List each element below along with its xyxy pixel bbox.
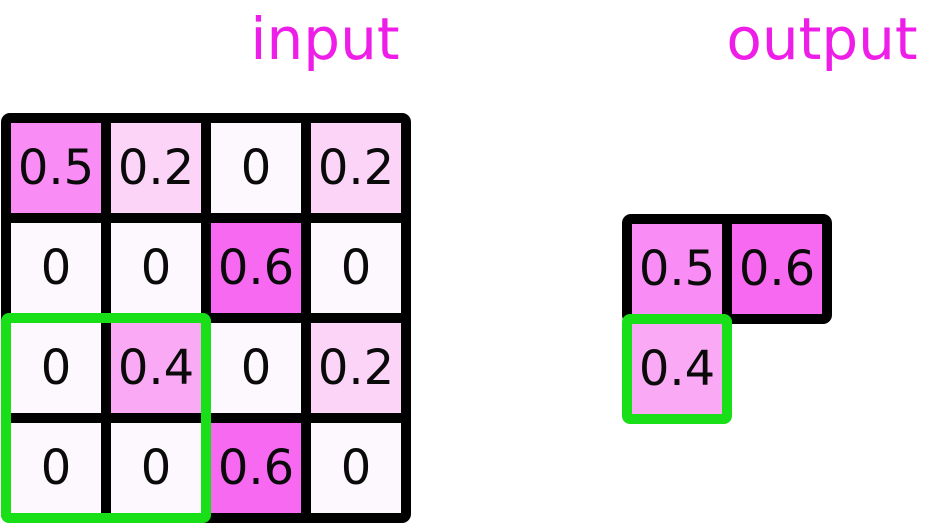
input-cell-r0c0: 0.5 (11, 123, 101, 213)
input-cell-r0c2: 0 (211, 123, 301, 213)
input-cell-r2c1: 0.4 (111, 323, 201, 413)
input-cell-r0c3: 0.2 (311, 123, 401, 213)
input-cell-r1c3: 0 (311, 223, 401, 313)
input-cell-r1c0: 0 (11, 223, 101, 313)
input-cell-r2c3: 0.2 (311, 323, 401, 413)
input-cell-r2c2: 0 (211, 323, 301, 413)
input-title: input (250, 5, 400, 73)
input-cell-r3c0: 0 (11, 423, 101, 513)
output-title: output (726, 5, 918, 73)
input-pooling-window-highlight (1, 313, 211, 523)
output-highlight-cell: 0.4 (622, 314, 732, 424)
input-cell-r1c2: 0.6 (211, 223, 301, 313)
output-cell-r0c0: 0.5 (632, 224, 722, 314)
input-cell-r3c1: 0 (111, 423, 201, 513)
output-cell-highlighted: 0.4 (632, 324, 722, 414)
input-cell-r3c3: 0 (311, 423, 401, 513)
input-cell-r2c0: 0 (11, 323, 101, 413)
input-cell-r1c1: 0 (111, 223, 201, 313)
input-cell-r3c2: 0.6 (211, 423, 301, 513)
output-cell-r0c1: 0.6 (732, 224, 822, 314)
input-cell-r0c1: 0.2 (111, 123, 201, 213)
